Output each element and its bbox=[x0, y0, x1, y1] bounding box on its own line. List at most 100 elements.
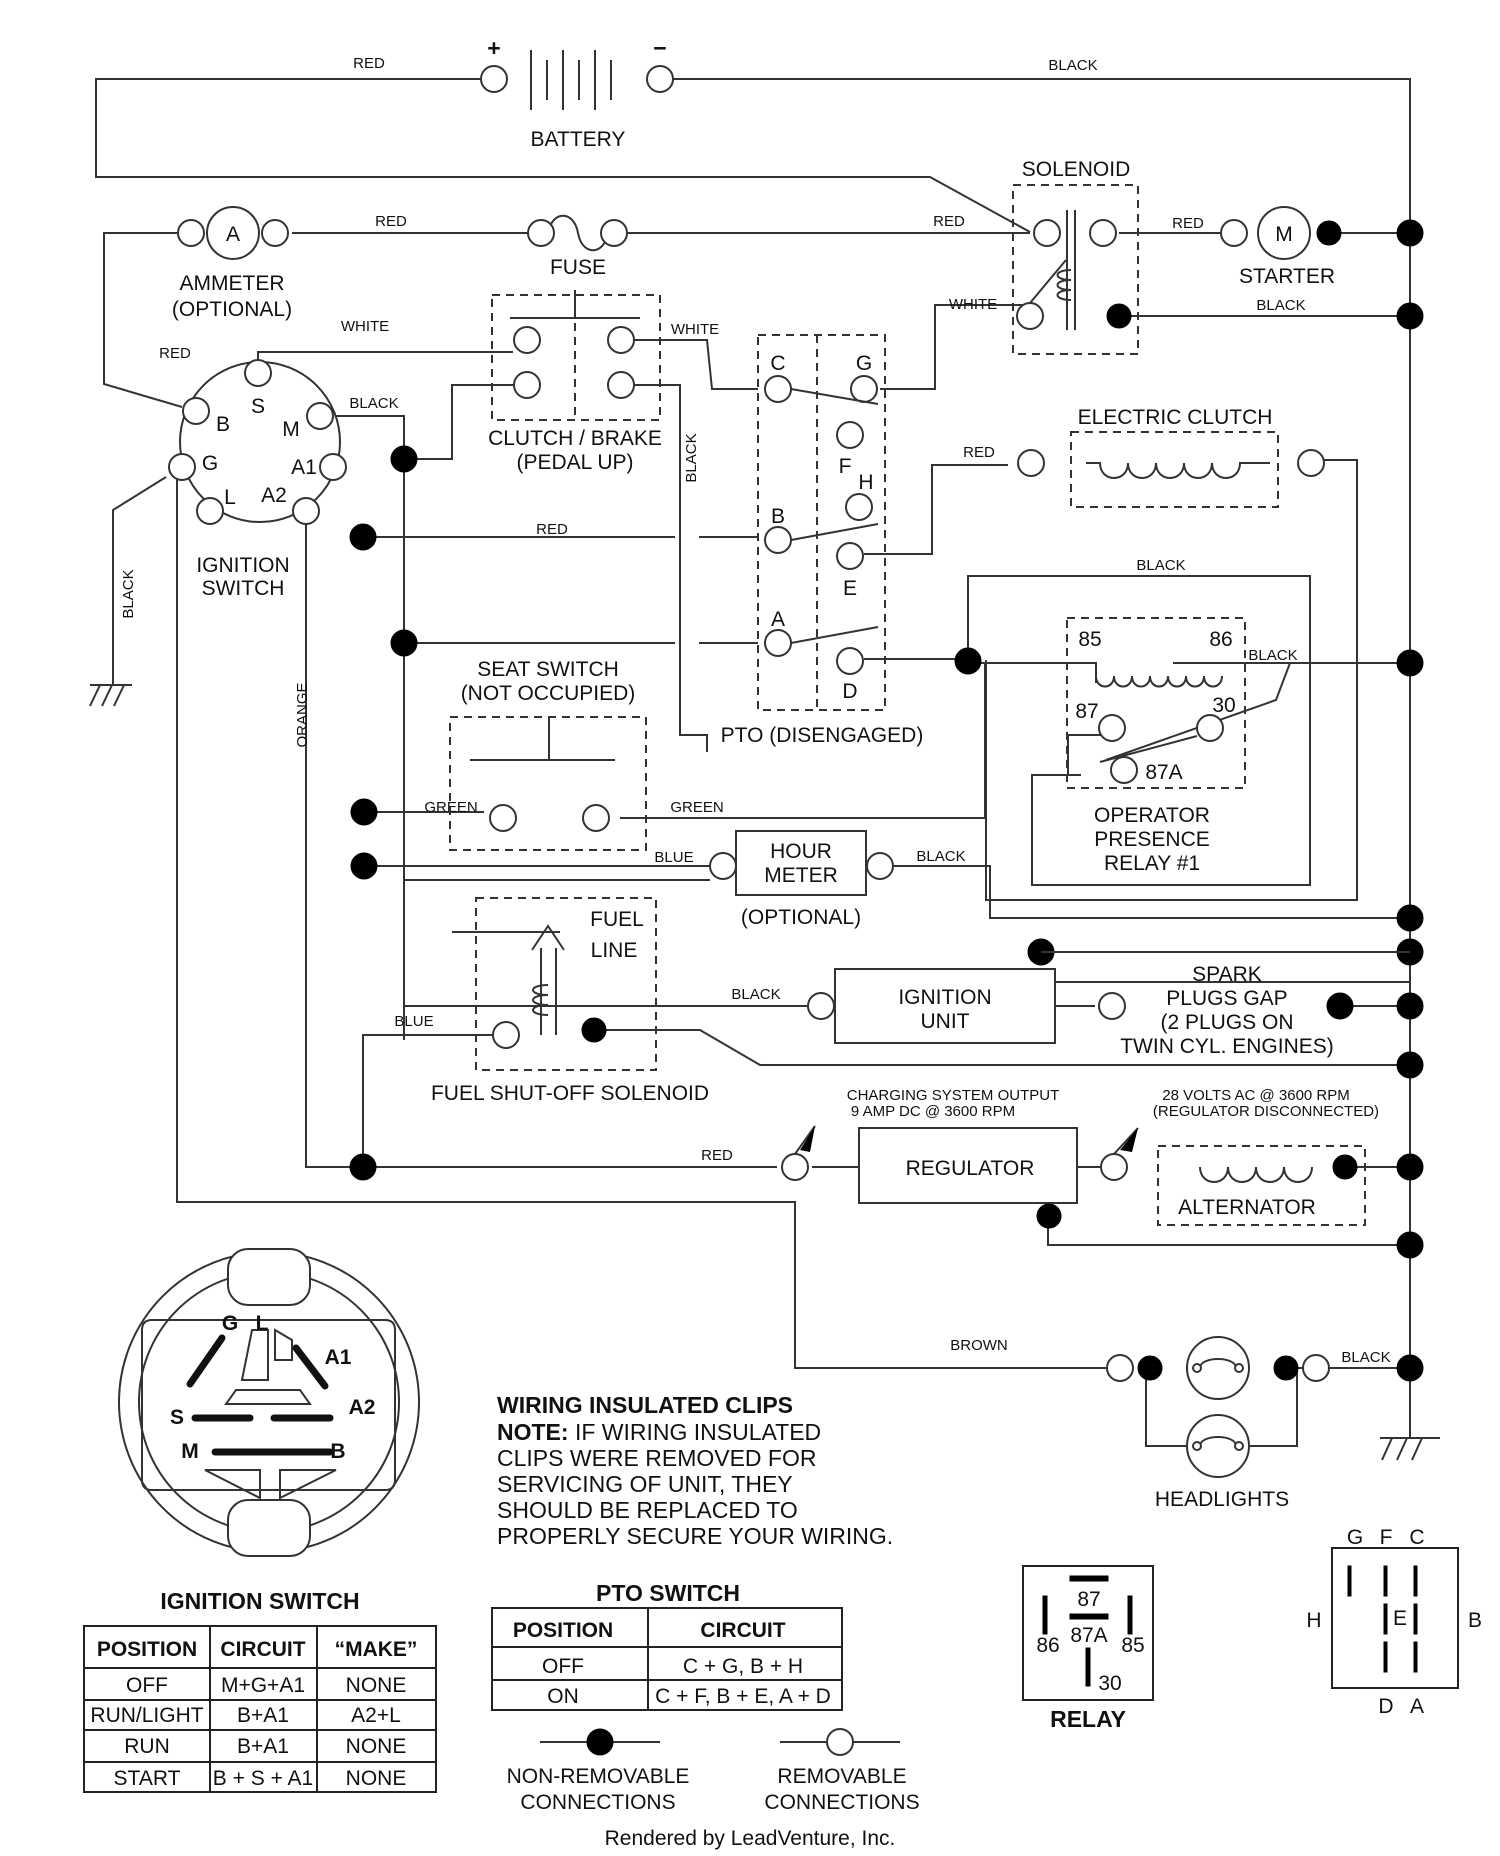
spark-label-2: PLUGS GAP bbox=[1166, 987, 1287, 1010]
wire-label-red: RED bbox=[701, 1147, 733, 1164]
charging-label-2: 9 AMP DC @ 3600 RPM bbox=[851, 1103, 1015, 1120]
pto-face-b: B bbox=[1468, 1609, 1482, 1632]
pto-face-d: D bbox=[1378, 1695, 1393, 1718]
ign-table-cell: B + S + A1 bbox=[213, 1767, 313, 1790]
ign-terminal-g: G bbox=[202, 452, 218, 475]
pto-table-cell: ON bbox=[547, 1685, 579, 1708]
wiring-notes: WIRING INSULATED CLIPS NOTE: IF WIRING I… bbox=[497, 1392, 893, 1549]
connection-dots bbox=[349, 219, 1424, 1382]
relay-terminal-30: 30 bbox=[1212, 694, 1235, 717]
ign-terminal-m: M bbox=[282, 418, 300, 441]
ignition-switch: S B M G A1 L A2 IGNITION SWITCH bbox=[168, 359, 347, 600]
wire-label-blue: BLUE bbox=[394, 1013, 433, 1030]
pto-face-e: E bbox=[1393, 1607, 1407, 1630]
relay-terminal-85: 85 bbox=[1078, 628, 1101, 651]
relay-diag-86: 86 bbox=[1036, 1634, 1059, 1657]
relay-diagram: 87 87A 86 85 30 RELAY bbox=[1022, 1565, 1154, 1732]
notes-line-5: PROPERLY SECURE YOUR WIRING. bbox=[497, 1523, 893, 1549]
ign-table-cell: OFF bbox=[126, 1674, 168, 1697]
ign-face-m: M bbox=[181, 1440, 199, 1463]
ign-terminal-a2: A2 bbox=[261, 484, 287, 507]
ign-terminal-b: B bbox=[216, 413, 230, 436]
pedal-up-label: (PEDAL UP) bbox=[516, 451, 633, 474]
regulator-alternator: CHARGING SYSTEM OUTPUT 9 AMP DC @ 3600 R… bbox=[781, 1087, 1379, 1229]
not-occupied-label: (NOT OCCUPIED) bbox=[461, 682, 636, 705]
wire-label-black: BLACK bbox=[1136, 557, 1185, 574]
wire-label-blue: BLUE bbox=[654, 849, 693, 866]
clutch-brake-label: CLUTCH / BRAKE bbox=[488, 427, 662, 450]
wire-label-brown: BROWN bbox=[950, 1337, 1008, 1354]
hour-label: HOUR bbox=[770, 840, 832, 863]
pto-table-cell: C + F, B + E, A + D bbox=[655, 1685, 831, 1708]
seat-switch-label: SEAT SWITCH bbox=[477, 658, 619, 681]
operator-presence-relay: 85 86 87 30 87A OPERATOR PRESENCE RELAY … bbox=[1066, 617, 1246, 875]
wire-labels: RED BLACK RED RED RED BLACK WHITE WHITE … bbox=[120, 55, 1391, 1366]
ign-table-header-position: POSITION bbox=[97, 1638, 197, 1661]
ign-face-s: S bbox=[170, 1406, 184, 1429]
wire-label-black: BLACK bbox=[916, 848, 965, 865]
battery-label: BATTERY bbox=[531, 128, 626, 151]
fuel-shutoff-solenoid: FUEL LINE FUEL SHUT-OFF SOLENOID bbox=[431, 897, 709, 1105]
opr-label-2: PRESENCE bbox=[1094, 828, 1210, 851]
opr-label-3: RELAY #1 bbox=[1104, 852, 1200, 875]
fuel-shutoff-label: FUEL SHUT-OFF SOLENOID bbox=[431, 1082, 709, 1105]
pto-terminal-h: H bbox=[858, 471, 873, 494]
meter-label: METER bbox=[764, 864, 838, 887]
clutch-brake-switch: CLUTCH / BRAKE (PEDAL UP) bbox=[488, 290, 662, 474]
ign-table-cell: B+A1 bbox=[237, 1704, 289, 1727]
relay-diag-87a: 87A bbox=[1070, 1624, 1107, 1647]
wire-label-white: WHITE bbox=[671, 321, 719, 338]
ignition-unit: IGNITION UNIT SPARK PLUGS GAP (2 PLUGS O… bbox=[807, 963, 1334, 1058]
wire-label-black: BLACK bbox=[120, 569, 137, 618]
relay-terminal-87a: 87A bbox=[1145, 761, 1182, 784]
ammeter: A AMMETER (OPTIONAL) bbox=[172, 206, 292, 321]
charging-label-1: CHARGING SYSTEM OUTPUT bbox=[847, 1087, 1060, 1104]
battery-pos-label: + bbox=[487, 35, 500, 61]
ignition-table-title: IGNITION SWITCH bbox=[160, 1588, 359, 1614]
volts-label-1: 28 VOLTS AC @ 3600 RPM bbox=[1162, 1087, 1350, 1104]
volts-label-2: (REGULATOR DISCONNECTED) bbox=[1153, 1103, 1379, 1120]
alternator-label: ALTERNATOR bbox=[1178, 1196, 1316, 1219]
pto-table: PTO SWITCH POSITION CIRCUIT OFF C + G, B… bbox=[491, 1580, 843, 1711]
ammeter-a-label: A bbox=[226, 223, 240, 246]
wire-label-green: GREEN bbox=[670, 799, 723, 816]
hour-meter-optional-label: (OPTIONAL) bbox=[741, 906, 861, 929]
pto-face-g: G bbox=[1347, 1526, 1363, 1549]
line-label: LINE bbox=[591, 939, 638, 962]
opr-label-1: OPERATOR bbox=[1094, 804, 1210, 827]
notes-line-3: SERVICING OF UNIT, THEY bbox=[497, 1471, 793, 1497]
ign-face-a2: A2 bbox=[349, 1396, 376, 1419]
pto-table-cell: C + G, B + H bbox=[683, 1655, 803, 1678]
pto-face-f: F bbox=[1380, 1526, 1393, 1549]
ign-table-cell: NONE bbox=[346, 1767, 407, 1790]
pto-table-title: PTO SWITCH bbox=[596, 1580, 740, 1606]
ignition-switch-label-2: SWITCH bbox=[202, 577, 285, 600]
pto-terminal-g: G bbox=[856, 352, 872, 375]
legend-nonremovable-1: NON-REMOVABLE bbox=[507, 1765, 690, 1788]
ign-table-cell: B+A1 bbox=[237, 1735, 289, 1758]
wire-label-red: RED bbox=[159, 345, 191, 362]
ignition-switch-face: G L A1 A2 S M B bbox=[118, 1248, 420, 1557]
notes-line-1-text: IF WIRING INSULATED bbox=[569, 1419, 822, 1445]
relay-terminal-87: 87 bbox=[1075, 700, 1098, 723]
ign-terminal-s: S bbox=[251, 395, 265, 418]
starter-m-label: M bbox=[1275, 223, 1293, 246]
wire-label-black: BLACK bbox=[1341, 1349, 1390, 1366]
pto-terminal-a: A bbox=[771, 608, 785, 631]
electric-clutch-label: ELECTRIC CLUTCH bbox=[1078, 406, 1273, 429]
wire-label-red: RED bbox=[353, 55, 385, 72]
spark-label-4: TWIN CYL. ENGINES) bbox=[1120, 1035, 1334, 1058]
legend-nonremovable-2: CONNECTIONS bbox=[520, 1791, 675, 1814]
pto-terminal-d: D bbox=[842, 680, 857, 703]
solenoid-label: SOLENOID bbox=[1022, 158, 1131, 181]
notes-line-4: SHOULD BE REPLACED TO bbox=[497, 1497, 798, 1523]
ammeter-optional-label: (OPTIONAL) bbox=[172, 298, 292, 321]
notes-line-2: CLIPS WERE REMOVED FOR bbox=[497, 1445, 816, 1471]
pto-terminal-c: C bbox=[770, 352, 785, 375]
wire-label-red: RED bbox=[536, 521, 568, 538]
wire-label-black: BLACK bbox=[683, 433, 700, 482]
wire-label-orange: ORANGE bbox=[294, 682, 311, 747]
regulator-label: REGULATOR bbox=[906, 1157, 1035, 1180]
